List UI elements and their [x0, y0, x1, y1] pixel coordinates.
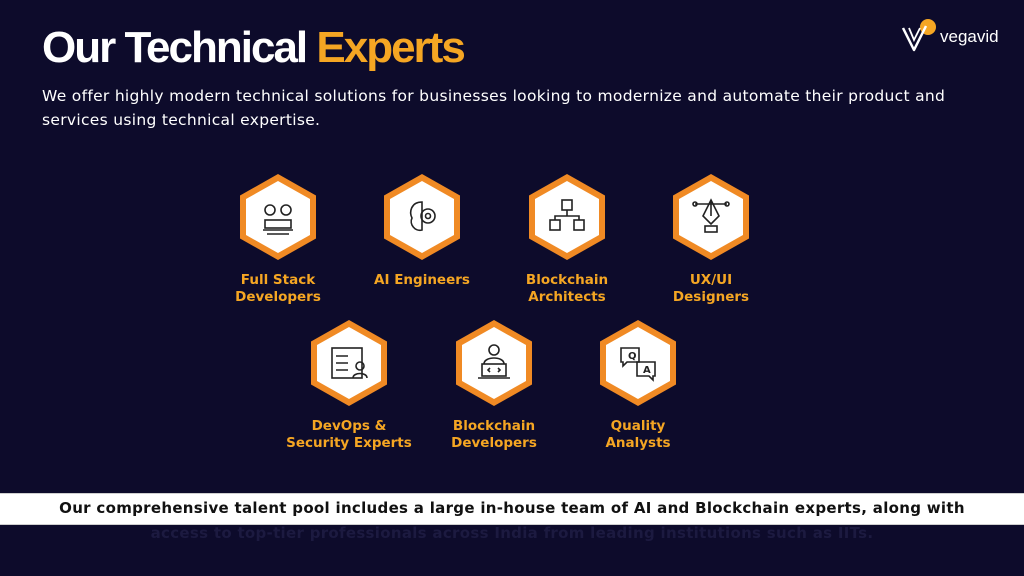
gear-monitor-icon	[240, 174, 316, 260]
expert-label: DevOps &Security Experts	[286, 418, 412, 451]
expert-card-devops: DevOps &Security Experts	[274, 318, 424, 452]
svg-text:A: A	[643, 365, 651, 376]
footer-line-2: access to top-tier professionals across …	[150, 524, 874, 542]
svg-text:Q: Q	[628, 351, 637, 362]
checklist-user-icon	[311, 320, 387, 406]
pen-tool-icon	[673, 174, 749, 260]
brain-gear-icon	[384, 174, 460, 260]
blocks-network-icon	[529, 174, 605, 260]
footer-line-1: Our comprehensive talent pool includes a…	[59, 499, 965, 517]
page-title: Our Technical Experts	[42, 23, 466, 72]
vegavid-logo-icon	[901, 19, 936, 52]
vegavid-logo: vegavid	[900, 16, 1020, 56]
page-subtitle: We offer highly modern technical solutio…	[42, 87, 946, 129]
expert-card-ai-engineers: AI Engineers	[347, 172, 497, 289]
title-main: Our Technical	[42, 23, 308, 72]
expert-label: AI Engineers	[374, 272, 470, 288]
qa-bubbles-icon: Q A	[600, 320, 676, 406]
title-accent: Experts	[316, 23, 465, 72]
logo-text: vegavid	[940, 27, 999, 46]
developer-laptop-icon	[456, 320, 532, 406]
footer-banner	[0, 493, 1024, 525]
